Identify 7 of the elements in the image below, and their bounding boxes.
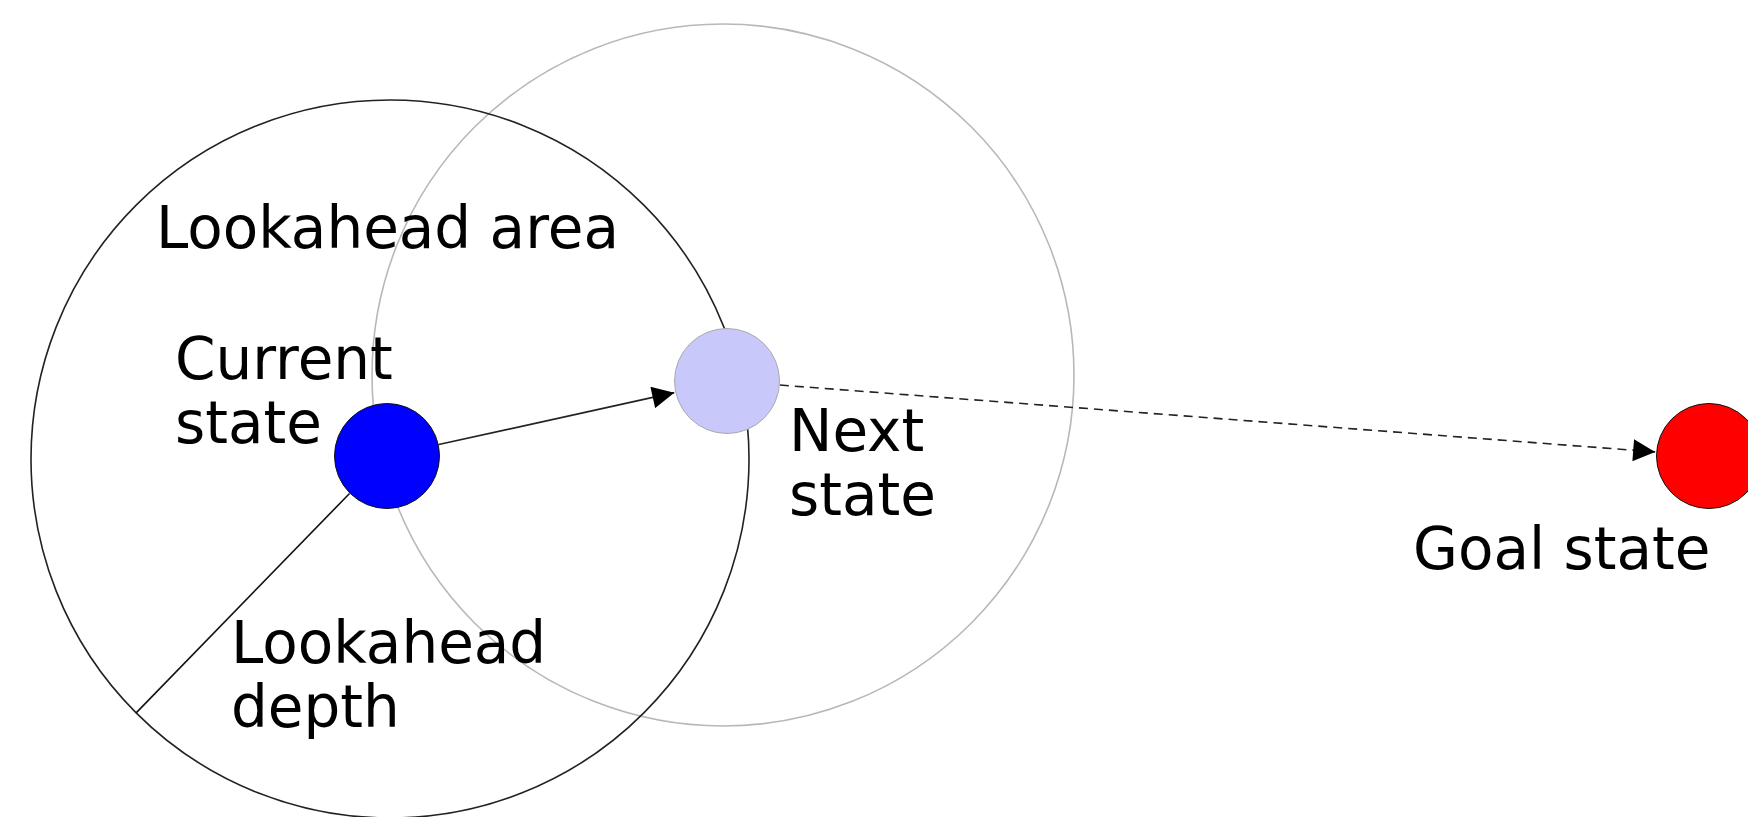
- node-label: Next state: [789, 399, 937, 527]
- area-label: Lookahead depth: [231, 611, 548, 739]
- node-label: Goal state: [1413, 517, 1712, 581]
- arrow: [779, 384, 1656, 462]
- area-label: Lookahead area: [156, 196, 619, 260]
- node-label: Current state: [175, 327, 394, 455]
- arrow: [437, 386, 676, 446]
